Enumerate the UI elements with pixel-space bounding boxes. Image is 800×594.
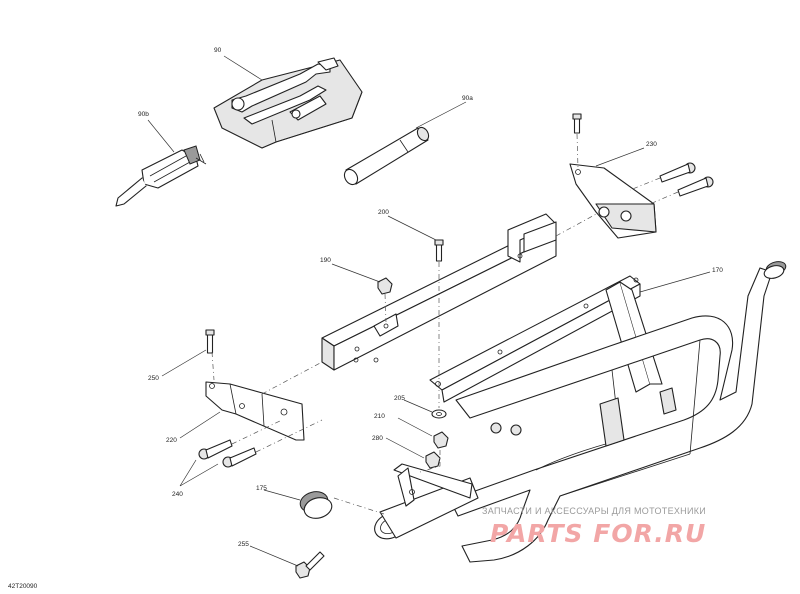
front-bumper-tube [449,267,773,563]
bolt-240-lower [222,447,257,468]
callout-250: 250 [148,375,159,382]
watermark-tagline: ЗАПЧАСТИ И АКСЕССУАРЫ ДЛЯ МОТОТЕХНИКИ [482,506,706,516]
callout-90a: 90a [462,95,473,102]
callout-220: 220 [166,437,177,444]
callout-240: 240 [172,491,183,498]
bolt-240-upper [198,439,233,460]
socket-extension-tool [343,126,430,186]
washer-205 [431,409,447,419]
plug-cap-175 [299,491,333,519]
bolt-230-top [572,113,582,134]
callout-210: 210 [374,413,385,420]
frame-diagonal-brace [429,275,663,403]
bolt-250 [205,329,215,354]
bolt-255 [295,551,325,579]
bolt-230-right-upper [659,162,696,183]
callout-190: 190 [320,257,331,264]
watermark: ЗАПЧАСТИ И АКСЕССУАРЫ ДЛЯ МОТОТЕХНИКИ PA… [482,506,706,548]
callout-90b: 90b [138,111,149,118]
callout-labels: 90 90a 90b 230 200 190 170 250 205 210 2… [138,47,723,548]
wrench-tool [231,57,339,113]
right-mount-bracket [569,163,657,239]
wrench-tool-2 [243,85,327,125]
callout-175: 175 [256,485,267,492]
bumper-tube-end [374,477,479,540]
left-mount-bracket [205,381,305,441]
callout-205: 205 [394,395,405,402]
leader-lines [147,55,711,567]
callout-90: 90 [214,47,222,54]
callout-230: 230 [646,141,657,148]
callout-280: 280 [372,435,383,442]
callout-255: 255 [238,541,249,548]
bumper-plug-cap-top [763,261,787,279]
screwdriver-tool [115,145,207,207]
callout-170: 170 [712,267,723,274]
bolt-230-right-lower [677,176,714,197]
watermark-logo: PARTS FOR.RU [490,519,706,548]
assembly-center-lines [211,133,679,515]
nut-210 [433,431,449,449]
nut-280 [425,451,441,469]
mounting-studs [490,422,522,436]
bolt-200 [434,239,444,262]
bumper-mount-bracket-lower [393,463,473,507]
nut-190 [377,277,393,295]
callout-200: 200 [378,209,389,216]
diagram-reference-code: 42T20090 [8,583,38,590]
